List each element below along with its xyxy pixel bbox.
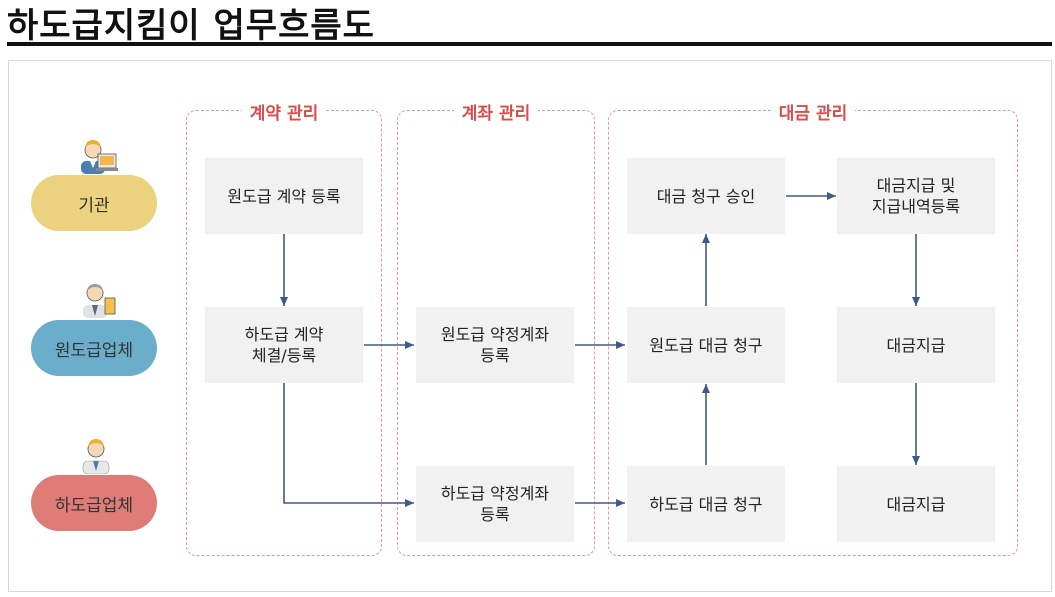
box-prime-account-register: 원도급 약정계좌 등록: [416, 307, 574, 383]
box-payment-approval: 대금 청구 승인: [627, 158, 785, 234]
section-payment: 대금 관리: [608, 104, 1018, 556]
sub-person-icon: [82, 439, 110, 474]
box-sub-payment-request: 하도급 대금 청구: [627, 466, 785, 542]
box-prime-payment-request: 원도급 대금 청구: [627, 307, 785, 383]
arrow-sub-contract-to-sub-account: [283, 383, 414, 507]
page-title: 하도급지킴이 업무흐름도: [7, 6, 375, 46]
section-payment-title: 대금 관리: [770, 104, 856, 124]
role-prime-contractor: 원도급업체: [31, 320, 157, 376]
box-payment-record: 대금지급 및 지급내역등록: [837, 158, 995, 234]
box-prime-contract-register: 원도급 계약 등록: [205, 158, 363, 234]
prime-person-icon: [83, 284, 116, 318]
box-sub-contract-register: 하도급 계약 체결/등록: [205, 307, 363, 383]
box-prime-payment: 대금지급: [837, 307, 995, 383]
section-account: 계좌 관리: [397, 104, 595, 556]
box-sub-payment: 대금지급: [837, 466, 995, 542]
section-contract: 계약 관리: [186, 104, 382, 556]
section-contract-title: 계약 관리: [241, 104, 327, 124]
role-subcontractor: 하도급업체: [31, 475, 157, 531]
box-sub-account-register: 하도급 약정계좌 등록: [416, 466, 574, 542]
role-agency: 기관: [31, 175, 157, 231]
section-account-title: 계좌 관리: [453, 104, 539, 124]
title-rule: [7, 42, 1052, 46]
agency-person-icon: [81, 140, 118, 174]
